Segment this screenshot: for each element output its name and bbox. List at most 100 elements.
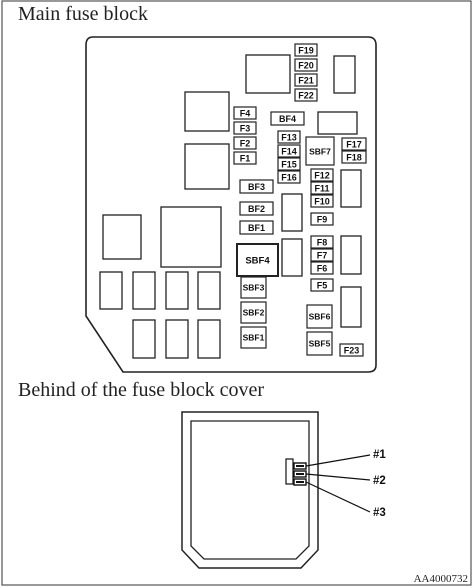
relay-slot-right-3	[340, 286, 362, 328]
behind-cover-title: Behind of the fuse block cover	[18, 379, 264, 401]
fuse-f18-label: F18	[346, 153, 362, 163]
relay-slot-mid-left	[184, 143, 230, 190]
relay-slot-grid-7	[197, 319, 221, 359]
spare-fuse-holder	[285, 458, 307, 486]
relay-slot-top-right	[333, 55, 356, 94]
fuse-f13-label: F13	[281, 133, 297, 143]
main-fuse-block-title: Main fuse block	[18, 3, 148, 25]
fuse-f12-label: F12	[314, 171, 330, 181]
relay-slot-mid-right	[317, 111, 358, 135]
fuse-sbf6-label: SBF6	[309, 312, 331, 322]
fuse-sbf2	[240, 301, 267, 324]
fuse-f14-label: F14	[281, 147, 297, 157]
fuse-f11	[310, 181, 334, 195]
fuse-f17-label: F17	[346, 140, 362, 150]
fuse-sbf4-label: SBF4	[245, 256, 270, 267]
relay-slot-grid-5	[132, 319, 156, 359]
fuse-f10-label: F10	[314, 197, 330, 207]
relay-slot-top	[245, 54, 291, 94]
fuse-f2	[233, 136, 257, 150]
fuse-bf4	[270, 111, 305, 126]
fuse-f13	[277, 130, 301, 144]
fuse-sbf7	[305, 136, 335, 166]
fuse-f1-label: F1	[240, 154, 251, 164]
fuse-sbf5-label: SBF5	[309, 339, 331, 349]
relay-slot-small-center	[281, 193, 303, 232]
fuse-f21-label: F21	[298, 76, 314, 86]
figure-id: AA4000732	[414, 573, 468, 585]
fuse-f23-label: F23	[344, 346, 360, 356]
fuse-f8-label: F8	[317, 238, 328, 248]
fuse-f3-label: F3	[240, 124, 251, 134]
fuse-block-cover-inner	[190, 420, 310, 560]
fuse-bf1-label: BF1	[248, 223, 265, 233]
fuse-f7-label: F7	[317, 251, 328, 261]
relay-slot-grid-2	[132, 271, 156, 310]
fuse-sbf6	[306, 304, 333, 329]
relay-slot-right-2	[340, 235, 362, 275]
fuse-f19-label: F19	[298, 46, 314, 56]
fuse-f19	[294, 43, 318, 57]
fuse-f4	[233, 106, 257, 120]
fuse-sbf5	[306, 331, 333, 356]
fuse-f15	[277, 157, 301, 171]
fuse-f10	[310, 194, 334, 208]
fuse-f16	[277, 170, 301, 184]
fuse-f18	[341, 150, 367, 164]
fuse-f5-label: F5	[317, 281, 328, 291]
fuse-f22	[294, 88, 318, 102]
fuse-f1	[233, 151, 257, 165]
fuse-f2-label: F2	[240, 139, 251, 149]
fuse-bf4-label: BF4	[279, 114, 296, 124]
fuse-sbf7-label: SBF7	[309, 147, 331, 157]
fuse-bf2	[239, 201, 274, 216]
relay-slot-grid-1	[99, 271, 123, 310]
relay-slot-grid-6	[165, 319, 189, 359]
fuse-f23	[339, 343, 364, 357]
fuse-f22-label: F22	[298, 91, 314, 101]
fuse-f7	[310, 248, 334, 262]
fuse-f20-label: F20	[298, 61, 314, 71]
fuse-bf1	[239, 220, 274, 235]
fuse-f9	[310, 212, 334, 226]
fuse-f12	[310, 168, 334, 182]
fuse-f3	[233, 121, 257, 135]
fuse-bf3-label: BF3	[248, 182, 265, 192]
fuse-f9-label: F9	[317, 215, 328, 225]
relay-slot-large-center	[160, 206, 222, 268]
fuse-sbf1-label: SBF1	[243, 333, 265, 343]
relay-slot-upper-left	[184, 91, 230, 132]
fuse-sbf4	[236, 243, 279, 277]
fuse-f8	[310, 235, 334, 249]
main-fuse-block-outline	[85, 36, 377, 373]
fuse-f15-label: F15	[281, 160, 297, 170]
fuse-block-cover-outer	[181, 411, 319, 569]
relay-slot-right-1	[340, 169, 362, 208]
fuse-sbf2-label: SBF2	[243, 308, 265, 318]
leader-line-2	[305, 473, 371, 481]
fuse-f6-label: F6	[317, 264, 328, 274]
leader-line-1	[305, 454, 371, 467]
fuse-sbf3	[240, 276, 267, 299]
callout-1: #1	[373, 449, 386, 461]
callout-3: #3	[373, 507, 386, 519]
fuse-f21	[294, 73, 318, 87]
fuse-f16-label: F16	[281, 173, 297, 183]
fuse-bf3	[239, 179, 274, 194]
relay-slot-left	[102, 214, 142, 260]
fuse-f6	[310, 261, 334, 275]
leader-line-3	[305, 481, 371, 513]
fuse-f20	[294, 58, 318, 72]
fuse-sbf1	[240, 326, 267, 349]
fuse-f5	[310, 278, 334, 292]
relay-slot-grid-4	[197, 271, 221, 310]
fuse-f11-label: F11	[314, 184, 329, 194]
fuse-f17	[341, 137, 367, 151]
fuse-sbf3-label: SBF3	[243, 283, 265, 293]
fuse-bf2-label: BF2	[248, 204, 265, 214]
callout-2: #2	[373, 475, 386, 487]
relay-slot-center-lower	[281, 238, 303, 277]
fuse-f4-label: F4	[240, 109, 251, 119]
